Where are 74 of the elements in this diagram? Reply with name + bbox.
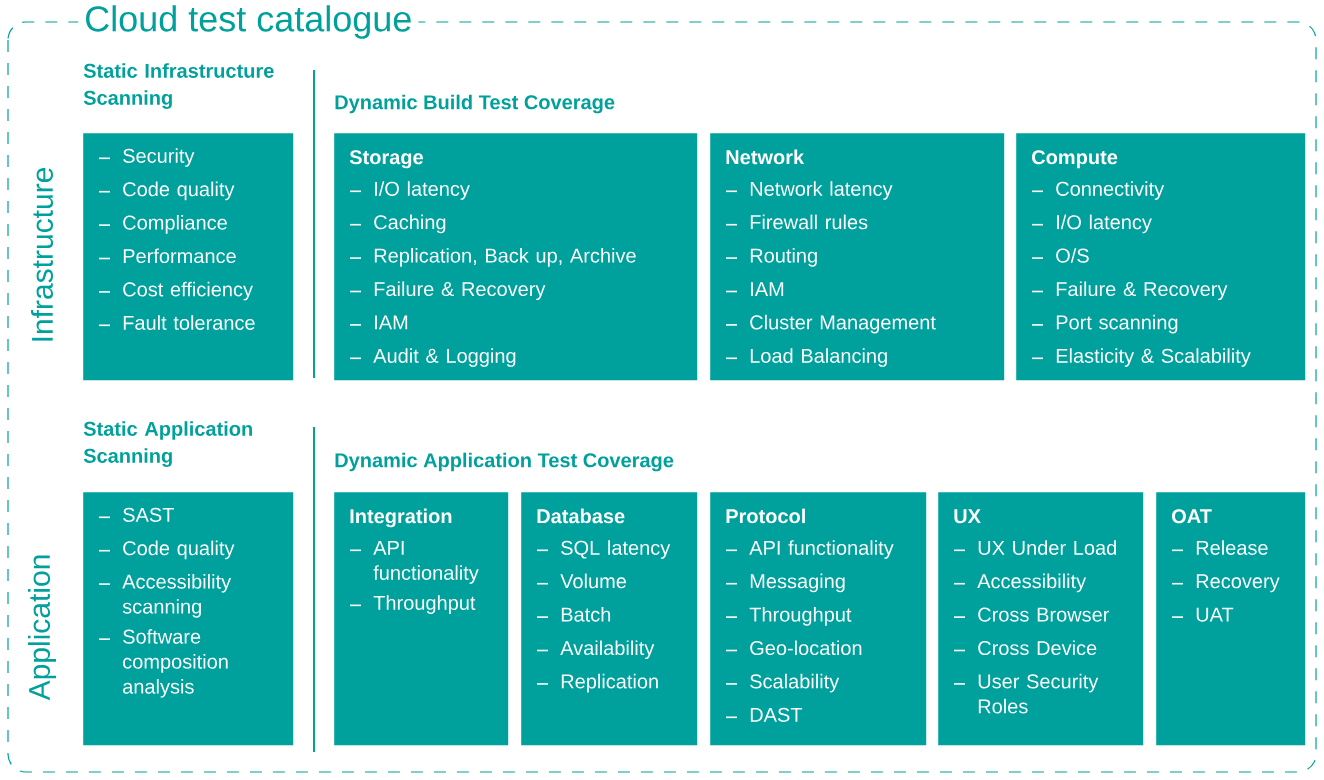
category-box xyxy=(83,421,294,746)
list-item: UX Under Load xyxy=(954,540,1116,555)
list-item: Code quality xyxy=(99,540,235,560)
category-box xyxy=(710,133,1005,381)
category-box xyxy=(1016,133,1306,381)
category-box xyxy=(938,492,1144,746)
list-item: Recovery xyxy=(1172,574,1280,593)
list-item: SQL latency xyxy=(537,540,671,559)
list-item: SAST xyxy=(99,507,174,522)
list-item: Performance xyxy=(99,248,236,264)
list-item: I/O latency xyxy=(1032,214,1152,234)
list-item: Failure & Recovery xyxy=(350,281,546,301)
list-item: Routing xyxy=(726,248,817,267)
section-label: Application xyxy=(28,555,56,701)
box-heading: OAT xyxy=(1172,509,1212,524)
list-item: Throughput xyxy=(726,607,852,626)
list-item: Cluster Management xyxy=(726,314,936,334)
list-item: Volume xyxy=(537,573,626,589)
category-box xyxy=(710,492,927,746)
list-item: Geo-location xyxy=(726,640,862,656)
box-heading: UX xyxy=(954,509,981,524)
list-item: Scalability xyxy=(726,673,840,693)
list-item: IAM xyxy=(726,282,784,296)
list-item: Code quality xyxy=(99,181,235,201)
list-item: O/S xyxy=(1032,248,1089,263)
category-box xyxy=(83,63,294,381)
list-item: Audit & Logging xyxy=(350,348,516,367)
list-item: Network latency xyxy=(726,181,893,200)
list-item: Batch xyxy=(537,607,611,622)
list-item: DAST xyxy=(726,707,803,722)
frame-title: Cloud test catalogue xyxy=(78,5,419,39)
category-box xyxy=(1156,492,1306,746)
list-item: Firewall rules xyxy=(726,214,868,230)
list-item: Accessibility scanning xyxy=(99,574,232,618)
list-item: UAT xyxy=(1172,607,1234,622)
list-item: Connectivity xyxy=(1032,181,1165,200)
list-item: Compliance xyxy=(99,215,227,234)
list-item: Cost efficiency xyxy=(99,281,253,301)
box-heading: Storage xyxy=(349,150,423,169)
list-item: Replication xyxy=(537,673,658,693)
list-item: Throughput xyxy=(350,595,476,614)
box-heading: Integration xyxy=(350,508,452,528)
column-heading: Static Infrastructure Scanning xyxy=(83,63,274,109)
column-heading: Dynamic Build Test Coverage xyxy=(335,94,615,114)
list-item: Cross Browser xyxy=(954,607,1110,622)
list-item: User Security Roles xyxy=(954,673,1099,714)
section-label: Infrastructure xyxy=(31,167,53,341)
box-heading: Database xyxy=(537,508,625,524)
list-item: Accessibility xyxy=(954,573,1087,593)
list-item: IAM xyxy=(350,315,408,330)
list-item: Cross Device xyxy=(954,640,1097,656)
list-item: Elasticity & Scalability xyxy=(1032,348,1251,367)
list-item: Failure & Recovery xyxy=(1032,281,1228,301)
category-box xyxy=(521,492,698,746)
list-item: Replication, Back up, Archive xyxy=(350,248,636,267)
list-item: Caching xyxy=(350,214,446,234)
box-heading: Protocol xyxy=(726,508,805,524)
column-heading: Static Application Scanning xyxy=(83,421,252,467)
list-item: API functionality xyxy=(726,540,894,559)
list-item: API functionality xyxy=(350,540,479,584)
list-item: Fault tolerance xyxy=(99,315,255,330)
category-box xyxy=(334,133,698,381)
list-item: Port scanning xyxy=(1032,314,1178,334)
list-item: Availability xyxy=(537,640,655,660)
category-box xyxy=(334,492,509,746)
list-item: Release xyxy=(1172,540,1268,555)
list-item: Software composition analysis xyxy=(99,629,228,698)
list-item: Security xyxy=(99,148,195,167)
column-heading: Dynamic Application Test Coverage xyxy=(335,452,674,472)
box-heading: Network xyxy=(726,149,805,165)
list-item: Messaging xyxy=(726,573,845,593)
list-item: Load Balancing xyxy=(726,348,887,367)
box-heading: Compute xyxy=(1032,150,1118,169)
list-item: I/O latency xyxy=(350,181,470,200)
